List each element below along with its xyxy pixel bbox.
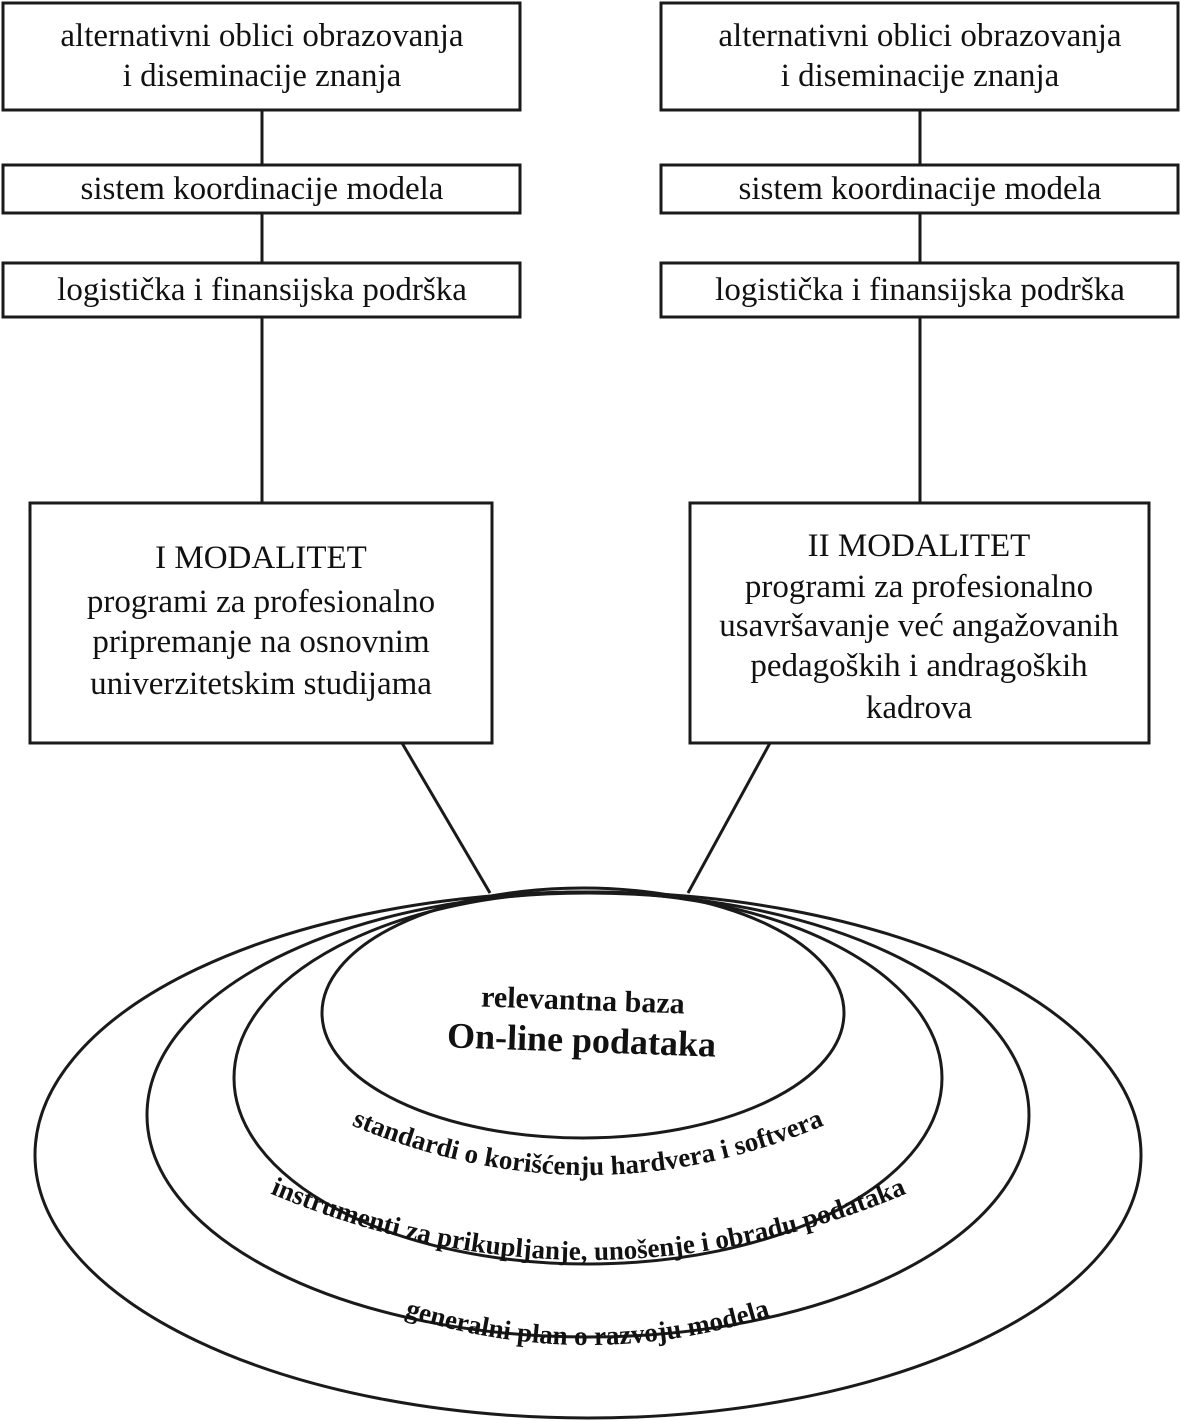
right-box-coordination-label: sistem koordinacije modela — [739, 171, 1102, 207]
modality-2-title: II MODALITET — [808, 528, 1031, 564]
right-box-alternative-forms: alternativni oblici obrazovanja i disemi… — [659, 1, 1180, 112]
modality-1-title: I MODALITET — [155, 540, 367, 576]
ring-standards-label: standardi o korišćenju hardvera i softve… — [349, 1103, 827, 1181]
right-box-alternative-forms-line2: i diseminacije znanja — [781, 58, 1060, 94]
left-box-modality: I MODALITET programi za profesionalno pr… — [28, 501, 494, 745]
ring-core-database — [320, 886, 846, 1140]
ring-general-plan-label-path: generalni plan o razvoju modela — [403, 1293, 773, 1351]
ring-general-plan-label: generalni plan o razvoju modela — [403, 1293, 773, 1351]
ring-standards-label-path: standardi o korišćenju hardvera i softve… — [349, 1103, 827, 1181]
ring-instruments — [145, 891, 1031, 1339]
connector-left-modality-rings — [400, 742, 492, 894]
right-box-alternative-forms-line1: alternativni oblici obrazovanja — [718, 18, 1122, 54]
modality-1-line3: univerzitetskim studijama — [90, 666, 432, 702]
ring-standards — [232, 890, 944, 1266]
left-box-alternative-forms-line2: i diseminacije znanja — [123, 58, 402, 94]
right-box-modality: II MODALITET programi za profesionalno u… — [688, 501, 1151, 745]
right-box-support-label: logistička i finansijska podrška — [715, 272, 1125, 308]
ring-instruments-label-path: instrumenti za prikupljanje, unošenje i … — [268, 1171, 910, 1266]
left-box-coordination: sistem koordinacije modela — [1, 163, 522, 215]
modality-1-line1: programi za profesionalno — [87, 584, 435, 620]
modality-2-line4: kadrova — [866, 690, 973, 726]
core-label-line2: On-line podataka — [446, 1015, 716, 1064]
left-box-alternative-forms-line1: alternativni oblici obrazovanja — [60, 18, 464, 54]
modality-2-line1: programi za profesionalno — [745, 569, 1093, 605]
left-box-support: logistička i finansijska podrška — [1, 261, 522, 319]
core-label-group: relevantna baza On-line podataka — [446, 980, 716, 1064]
ring-instruments-label: instrumenti za prikupljanje, unošenje i … — [268, 1171, 910, 1266]
right-box-coordination: sistem koordinacije modela — [659, 163, 1180, 215]
modality-2-line3: pedagoških i andragoških — [750, 648, 1088, 684]
modality-2-line2: usavršavanje već angažovanih — [719, 608, 1119, 644]
left-box-alternative-forms: alternativni oblici obrazovanja i disemi… — [1, 1, 522, 112]
core-label-line1: relevantna baza — [481, 980, 686, 1020]
modality-1-line2: pripremanje na osnovnim — [92, 624, 430, 660]
left-box-support-label: logistička i finansijska podrška — [57, 272, 467, 308]
left-box-coordination-label: sistem koordinacije modela — [81, 171, 444, 207]
right-box-support: logistička i finansijska podrška — [659, 261, 1180, 319]
connector-right-modality-rings — [686, 742, 772, 894]
